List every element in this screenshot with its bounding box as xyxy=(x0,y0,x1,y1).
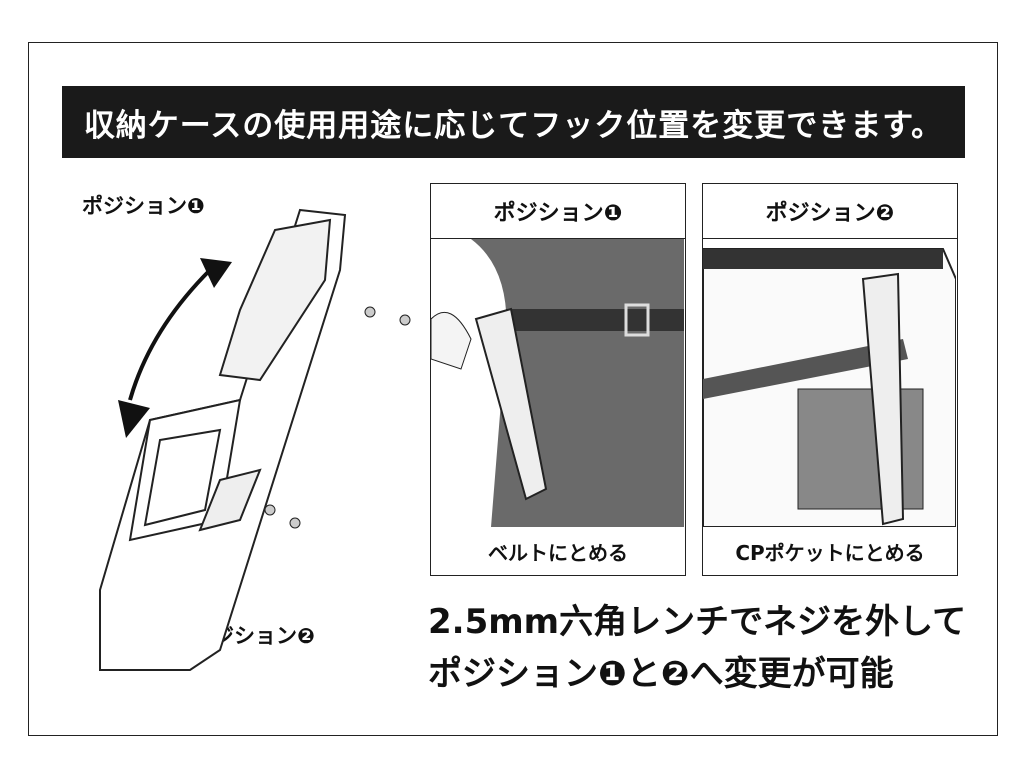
panel-position2: ポジション❷ CPポケットにとめる xyxy=(702,183,958,576)
panel-title: ポジション❶ xyxy=(431,184,685,239)
position1-label: ポジション❶ xyxy=(82,194,205,218)
panel-caption: ベルトにとめる xyxy=(488,540,628,565)
panel-title: ポジション❷ xyxy=(703,184,957,239)
header-banner: 収納ケースの使用用途に応じてフック位置を変更できます。 xyxy=(62,86,965,158)
note-line1: 2.5mm六角レンチでネジを外して xyxy=(428,602,967,642)
holder-illustration xyxy=(99,208,411,671)
belt-photo xyxy=(430,239,685,527)
panel-position1: ポジション❶ ベルトにとめる xyxy=(430,183,686,576)
cp-pocket-photo xyxy=(702,239,957,528)
instruction-note: 2.5mm六角レンチでネジを外して ポジション❶と❷へ変更が可能 xyxy=(428,596,966,700)
panel-caption: CPポケットにとめる xyxy=(735,540,925,565)
note-line2: ポジション❶と❷へ変更が可能 xyxy=(428,654,894,694)
outer-frame xyxy=(28,42,998,736)
